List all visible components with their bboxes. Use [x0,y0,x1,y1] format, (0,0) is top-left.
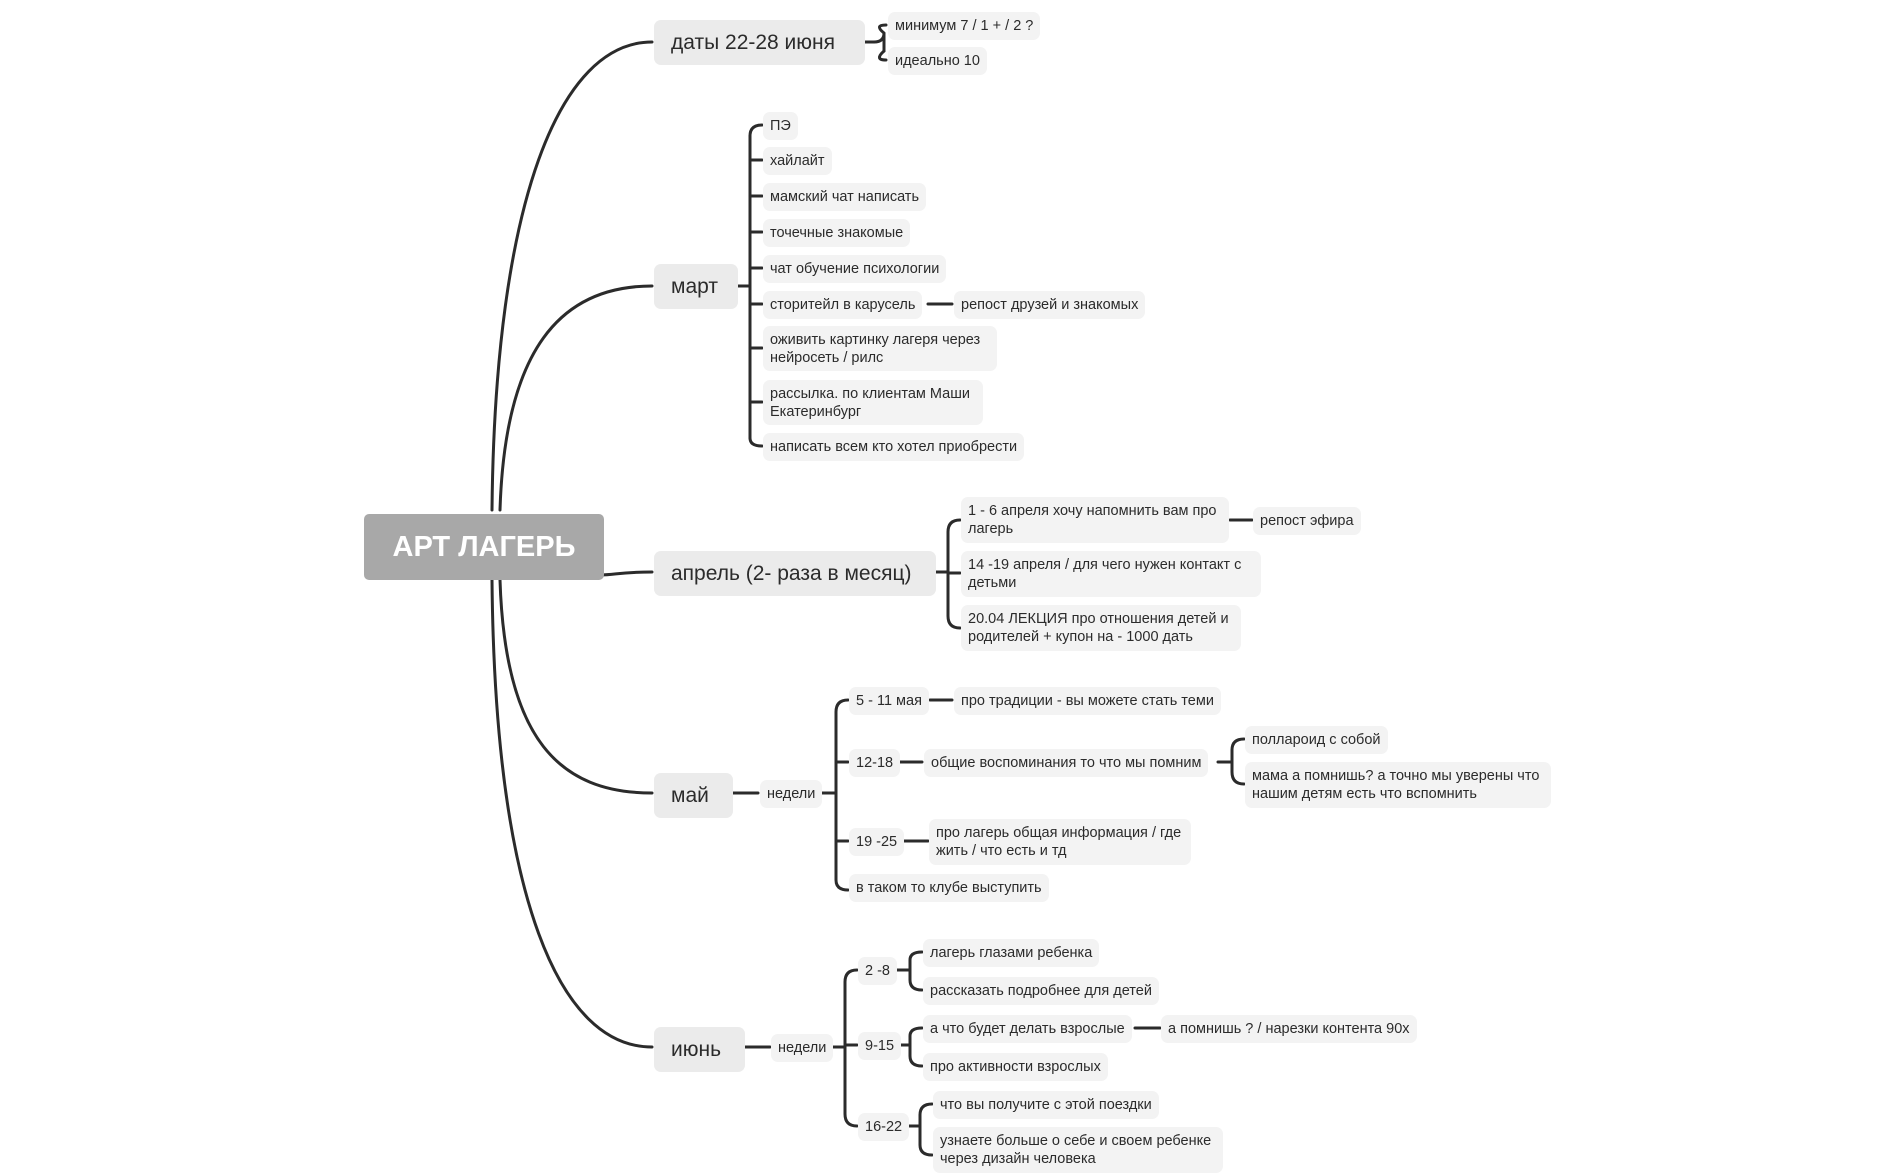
link-april-bracket [946,518,962,630]
dates-item[interactable]: идеально 10 [888,47,987,75]
march-storytale-child[interactable]: репост друзей и знакомых [954,291,1146,319]
branch-april[interactable]: апрель (2- раза в месяц) [654,551,936,596]
link-root-june [490,578,654,1049]
april-item[interactable]: 20.04 ЛЕКЦИЯ про отношения детей и родит… [961,605,1241,651]
march-item[interactable]: написать всем кто хотел приобрести [763,433,1025,461]
april-first-child[interactable]: репост эфира [1253,507,1361,535]
may-week-topic[interactable]: общие воспоминания то что мы помним [924,749,1209,777]
may-grandchild[interactable]: поллароид с собой [1245,726,1388,754]
june-week[interactable]: 9-15 [858,1032,902,1060]
link-root-dates [490,40,654,512]
june-weeks[interactable]: недели [771,1034,834,1062]
link-dates-1 [878,23,888,35]
june-grandchild[interactable]: а помнишь ? / нарезки контента 90х [1161,1015,1417,1043]
march-item[interactable]: мамский чат написать [763,183,927,211]
march-item[interactable]: точечные знакомые [763,219,911,247]
link-march-bottom [748,436,764,448]
march-item[interactable]: ПЭ [763,112,798,140]
may-week[interactable]: в таком то клубе выступить [849,874,1049,902]
may-weeks[interactable]: недели [760,780,823,808]
june-topic[interactable]: лагерь глазами ребенка [923,939,1100,967]
branch-march[interactable]: март [654,264,738,309]
june-topic[interactable]: а что будет делать взрослые [923,1015,1132,1043]
link-dates-2 [878,49,888,62]
link-march-top [748,123,764,138]
link-may-bracket [834,698,850,892]
june-week[interactable]: 16-22 [858,1113,910,1141]
link-june-w3-bracket [918,1102,934,1157]
branch-may[interactable]: май [654,773,733,818]
dates-item[interactable]: минимум 7 / 1 + / 2 ? [888,12,1041,40]
june-topic[interactable]: узнаете больше о себе и своем ребенке че… [933,1127,1223,1173]
june-week[interactable]: 2 -8 [858,957,897,985]
link-june-w1-bracket [908,950,924,992]
march-item[interactable]: оживить картинку лагеря через нейросеть … [763,326,997,371]
branch-dates[interactable]: даты 22-28 июня [654,20,865,65]
may-week-topic[interactable]: про традиции - вы можете стать теми [954,687,1221,715]
link-june-bracket [843,968,859,1128]
june-topic[interactable]: что вы получите с этой поездки [933,1091,1159,1119]
march-item[interactable]: чат обучение психологии [763,255,947,283]
april-item[interactable]: 1 - 6 апреля хочу напомнить вам про лаге… [961,497,1229,543]
link-may-gc-bracket [1230,737,1246,786]
may-week-topic[interactable]: про лагерь общая информация / где жить /… [929,819,1191,865]
march-item[interactable]: рассылка. по клиентам Маши Екатеринбург [763,380,983,425]
branch-june[interactable]: июнь [654,1027,745,1072]
link-june-w2-bracket [908,1026,924,1068]
link-root-march [498,284,654,512]
link-dates-bracket [872,32,886,53]
april-item[interactable]: 14 -19 апреля / для чего нужен контакт с… [961,551,1261,597]
may-grandchild[interactable]: мама а помнишь? а точно мы уверены что н… [1245,762,1551,808]
june-topic[interactable]: про активности взрослых [923,1053,1108,1081]
june-topic[interactable]: рассказать подробнее для детей [923,977,1159,1005]
link-root-may [498,578,654,795]
may-week[interactable]: 5 - 11 мая [849,687,929,715]
may-week[interactable]: 19 -25 [849,828,905,856]
may-week[interactable]: 12-18 [849,749,901,777]
march-item[interactable]: хайлайт [763,147,832,175]
march-item[interactable]: сторитейл в карусель [763,291,923,319]
root-topic[interactable]: АРТ ЛАГЕРЬ [364,514,604,580]
